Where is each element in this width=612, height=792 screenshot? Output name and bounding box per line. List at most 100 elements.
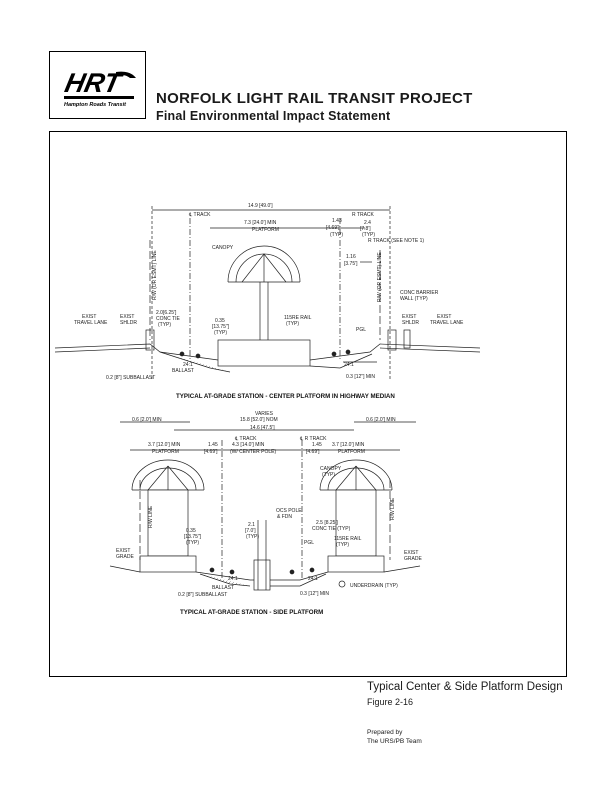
page-subtitle: Final Environmental Impact Statement bbox=[156, 109, 391, 123]
label-dim-035b: [13.75"] bbox=[212, 324, 230, 330]
label-dim-035c: (TYP) bbox=[214, 330, 227, 336]
label-pgl: PGL bbox=[304, 540, 314, 546]
center-platform-diagram bbox=[54, 206, 481, 380]
label-r-track: ℄ R TRACK bbox=[299, 436, 327, 442]
label-dim-143b: [4.69'] bbox=[326, 225, 340, 231]
label-min-03: 0.3 [12"] MIN bbox=[300, 591, 329, 597]
label-dim-21a: 2.1 bbox=[248, 522, 255, 528]
label-exist-shldr-r1: EXIST bbox=[402, 314, 416, 320]
label-rail-115: 115RE RAIL bbox=[284, 315, 312, 321]
label-dim-145a: 1.45 bbox=[208, 442, 218, 448]
prepared-by: Prepared by bbox=[367, 729, 403, 736]
label-rail1: 115RE RAIL bbox=[334, 536, 362, 542]
label-dim-035a: 0.35 bbox=[215, 318, 225, 324]
label-min-06-right: 0.6 [2.0'] MIN bbox=[366, 417, 396, 423]
label-exist-shldr-l2: SHLDR bbox=[120, 320, 137, 326]
label-underdrain: UNDERDRAIN (TYP) bbox=[350, 583, 398, 589]
label-rail2: (TYP) bbox=[336, 542, 349, 548]
center-platform-labels: 14.9 [49.0'] ℄ TRACK 7.3 [24.0'] MIN PLA… bbox=[74, 203, 464, 381]
label-conc-tie1: 2.0[6.25'] bbox=[156, 310, 177, 316]
label-subballast: 0.2 [8"] SUBBALLAST bbox=[106, 375, 155, 381]
label-slope-left: 24:1 bbox=[228, 576, 238, 582]
label-exist-grade-r2: GRADE bbox=[404, 556, 422, 562]
logo-subtext: Hampton Roads Transit bbox=[64, 102, 127, 108]
label-ballast: BALLAST bbox=[212, 585, 234, 591]
label-exist-grade-l2: GRADE bbox=[116, 554, 134, 560]
label-canopy-typ: (TYP) bbox=[322, 472, 335, 478]
hrt-logo: HRT Hampton Roads Transit bbox=[49, 51, 146, 119]
label-platform: PLATFORM bbox=[252, 227, 279, 233]
label-platform-dim: 7.3 [24.0'] MIN bbox=[244, 220, 277, 226]
label-min-06-left: 0.6 [2.0'] MIN bbox=[132, 417, 162, 423]
label-slope-left: 24:1 bbox=[183, 362, 193, 368]
label-dim-24b: [7.8'] bbox=[360, 226, 371, 232]
label-canopy: CANOPY bbox=[320, 466, 342, 472]
label-conc-tie2: CONC TIE bbox=[156, 316, 180, 322]
label-ballast: BALLAST bbox=[172, 368, 194, 374]
label-slope-right: 24:1 bbox=[344, 362, 354, 368]
label-dim-21c: (TYP) bbox=[246, 534, 259, 540]
label-exist-travel-l1: EXIST bbox=[82, 314, 96, 320]
label-track-cl: ℄ TRACK bbox=[188, 212, 211, 218]
label-plat-left-dim: 3.7 [12.0'] MIN bbox=[148, 442, 181, 448]
label-dim-116: 1.16 bbox=[346, 254, 356, 260]
label-dim-116b: [3.75'] bbox=[344, 261, 358, 267]
figure-number: Figure 2-16 bbox=[367, 697, 414, 707]
label-rail-typ: (TYP) bbox=[286, 321, 299, 327]
label-varies2: 15.8 [52.0'] NOM bbox=[240, 417, 278, 423]
label-typ2: (TYP) bbox=[362, 232, 375, 238]
label-row-left: R/W LINE bbox=[148, 505, 154, 528]
label-dim-035b: [13.75"] bbox=[184, 534, 202, 540]
label-conc-tie3: (TYP) bbox=[158, 322, 171, 328]
label-ocs2: & FDN bbox=[277, 514, 292, 520]
label-canopy: CANOPY bbox=[212, 245, 234, 251]
label-dim-145b: [4.69'] bbox=[204, 449, 218, 455]
page-title: NORFOLK LIGHT RAIL TRANSIT PROJECT bbox=[156, 90, 473, 107]
label-l-track: ℄ TRACK bbox=[234, 436, 257, 442]
label-r-track-note: R TRACK (SEE NOTE 1) bbox=[368, 238, 424, 244]
label-conc-tie1: 2.5 [8.25'] bbox=[316, 520, 338, 526]
label-wall-typ: WALL (TYP) bbox=[400, 296, 428, 302]
side-platform-labels: VARIES 15.8 [52.0'] NOM 14.6 [47.5'] 0.6… bbox=[116, 411, 422, 598]
label-overall: 14.6 [47.5'] bbox=[250, 425, 275, 431]
label-exist-travel-r1: EXIST bbox=[437, 314, 451, 320]
label-min-03: 0.3 [12"] MIN bbox=[346, 374, 375, 380]
logo-text: HRT bbox=[62, 67, 126, 98]
label-row-left: R/W (OR ESMT) LINE bbox=[152, 250, 158, 300]
label-slope-right: 24:1 bbox=[308, 576, 318, 582]
label-plat-right: PLATFORM bbox=[338, 449, 365, 455]
label-dim-145d: [4.69'] bbox=[306, 449, 320, 455]
label-dim-21b: [7.0'] bbox=[245, 528, 256, 534]
label-row-right: R/W (OR ESMT) LINE bbox=[377, 252, 383, 302]
label-r-track: R TRACK bbox=[352, 212, 375, 218]
label-dim-143: 1.43 bbox=[332, 218, 342, 224]
label-plat-left: PLATFORM bbox=[152, 449, 179, 455]
label-exist-travel-l2: TRAVEL LANE bbox=[74, 320, 108, 326]
side-platform-diagram bbox=[109, 421, 421, 591]
hrt-logo-mark: HRT Hampton Roads Transit bbox=[62, 67, 136, 108]
label-center-pole: (W/ CENTER POLE) bbox=[230, 449, 276, 455]
label-exist-travel-r2: TRAVEL LANE bbox=[430, 320, 464, 326]
label-exist-grade-r1: EXIST bbox=[404, 550, 418, 556]
bottom-diagram-caption: TYPICAL AT-GRADE STATION - SIDE PLATFORM bbox=[180, 609, 323, 616]
prepared-team: The URS/PB Team bbox=[367, 738, 422, 745]
label-exist-shldr-l1: EXIST bbox=[120, 314, 134, 320]
label-pgl: PGL bbox=[356, 327, 366, 333]
label-conc-barrier: CONC BARRIER bbox=[400, 290, 439, 296]
label-ocs1: OCS POLE bbox=[276, 508, 302, 514]
top-diagram-caption: TYPICAL AT-GRADE STATION - CENTER PLATFO… bbox=[176, 393, 395, 400]
label-row-right: R/W LINE bbox=[390, 497, 396, 520]
label-plat-right-dim: 3.7 [12.0'] MIN bbox=[332, 442, 365, 448]
label-exist-grade-l1: EXIST bbox=[116, 548, 130, 554]
label-typ1: (TYP) bbox=[330, 232, 343, 238]
label-dim-035c: (TYP) bbox=[186, 540, 199, 546]
label-dim-145c: 1.45 bbox=[312, 442, 322, 448]
figure-title: Typical Center & Side Platform Design bbox=[367, 681, 563, 693]
label-dim-24: 2.4 bbox=[364, 220, 371, 226]
label-conc-tie2: CONC TIE (TYP) bbox=[312, 526, 351, 532]
label-subballast: 0.2 [8"] SUBBALLAST bbox=[178, 592, 227, 598]
label-center-dim: 4.3 [14.0'] MIN bbox=[232, 442, 265, 448]
label-varies1: VARIES bbox=[255, 411, 274, 417]
label-dim-035a: 0.35 bbox=[186, 528, 196, 534]
